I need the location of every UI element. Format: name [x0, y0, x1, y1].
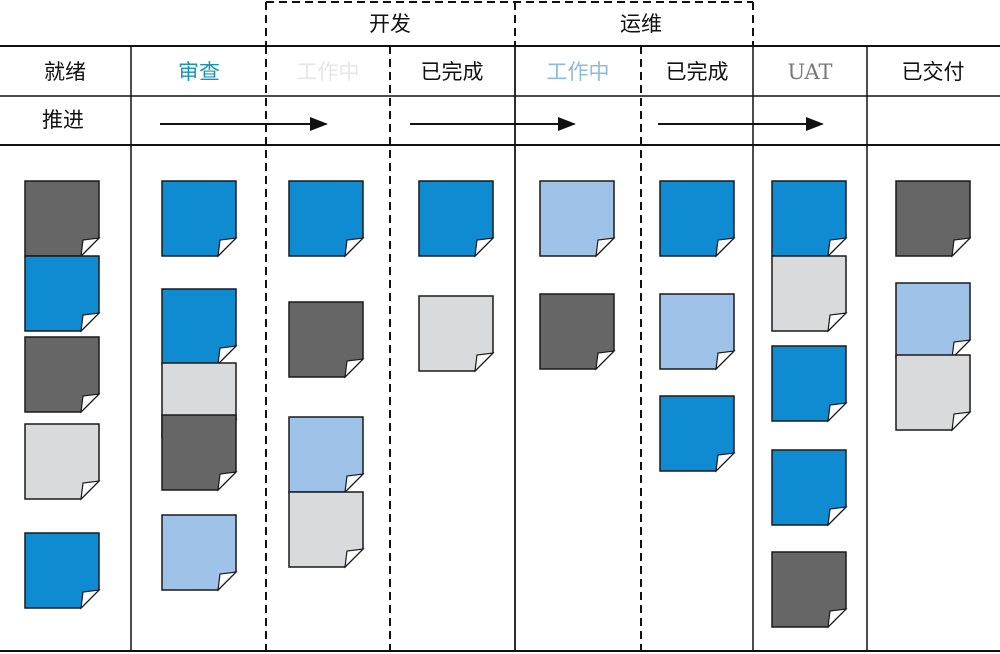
card-fold-corner	[80, 589, 101, 610]
card-fold-corner	[715, 350, 736, 371]
card-fold-corner	[217, 237, 238, 258]
card-ready-blue	[24, 255, 101, 333]
card-fold-corner	[951, 411, 972, 432]
card-fold-corner	[595, 237, 616, 258]
card-dev_done-blue	[418, 180, 495, 258]
card-review-light_blue	[161, 514, 238, 592]
card-fold-corner	[951, 237, 972, 258]
card-dev_wip-light_blue	[288, 416, 365, 494]
column-header-delivered: 已交付	[901, 60, 965, 84]
card-fold-corner	[217, 571, 238, 592]
card-fold-corner	[595, 350, 616, 371]
card-fold-corner	[80, 312, 101, 333]
card-dev_wip-dark	[288, 301, 365, 379]
column-header-uat: UAT	[787, 60, 833, 84]
card-fold-corner	[827, 402, 848, 423]
card-fold-corner	[344, 237, 365, 258]
card-review-blue	[161, 288, 238, 366]
card-dev_wip-light_gray	[288, 491, 365, 569]
column-header-ops-done: 已完成	[665, 60, 729, 84]
card-fold-corner	[474, 352, 495, 373]
column-header-dev-wip: 工作中	[296, 60, 360, 84]
card-delivered-light_blue	[895, 282, 972, 360]
card-ready-blue	[24, 532, 101, 610]
card-fold-corner	[715, 452, 736, 473]
card-fold-corner	[80, 237, 101, 258]
card-ready-light_gray	[24, 423, 101, 501]
card-ops_wip-dark	[539, 293, 616, 371]
card-fold-corner	[715, 237, 736, 258]
card-fold-corner	[827, 312, 848, 333]
column-header-ops-wip: 工作中	[546, 60, 610, 84]
card-review-blue	[161, 180, 238, 258]
card-fold-corner	[80, 393, 101, 414]
card-delivered-dark	[895, 180, 972, 258]
column-header-ready: 就绪	[44, 60, 86, 84]
card-dev_wip-blue	[288, 180, 365, 258]
card-ops_done-blue	[659, 395, 736, 473]
card-fold-corner	[951, 339, 972, 360]
group-label-dev: 开发	[369, 12, 411, 36]
column-header-dev-done: 已完成	[420, 60, 484, 84]
card-fold-corner	[827, 237, 848, 258]
card-review-dark	[161, 414, 238, 492]
card-ops_done-light_blue	[659, 293, 736, 371]
card-fold-corner	[80, 480, 101, 501]
card-fold-corner	[217, 345, 238, 366]
card-fold-corner	[827, 506, 848, 527]
card-fold-corner	[474, 237, 495, 258]
card-fold-corner	[344, 548, 365, 569]
card-uat-blue	[771, 345, 848, 423]
card-ready-dark	[24, 180, 101, 258]
card-fold-corner	[344, 473, 365, 494]
row-label-advance: 推进	[42, 108, 84, 132]
card-dev_done-light_gray	[418, 295, 495, 373]
group-label-ops: 运维	[620, 12, 662, 36]
card-ready-dark	[24, 336, 101, 414]
card-fold-corner	[217, 471, 238, 492]
card-uat-blue	[771, 449, 848, 527]
card-fold-corner	[827, 608, 848, 629]
card-fold-corner	[344, 358, 365, 379]
column-header-review: 审查	[178, 60, 220, 84]
card-ops_wip-light_blue	[539, 180, 616, 258]
card-uat-blue	[771, 180, 848, 258]
card-uat-dark	[771, 551, 848, 629]
card-uat-light_gray	[771, 255, 848, 333]
card-delivered-light_gray	[895, 354, 972, 432]
card-ops_done-blue	[659, 180, 736, 258]
